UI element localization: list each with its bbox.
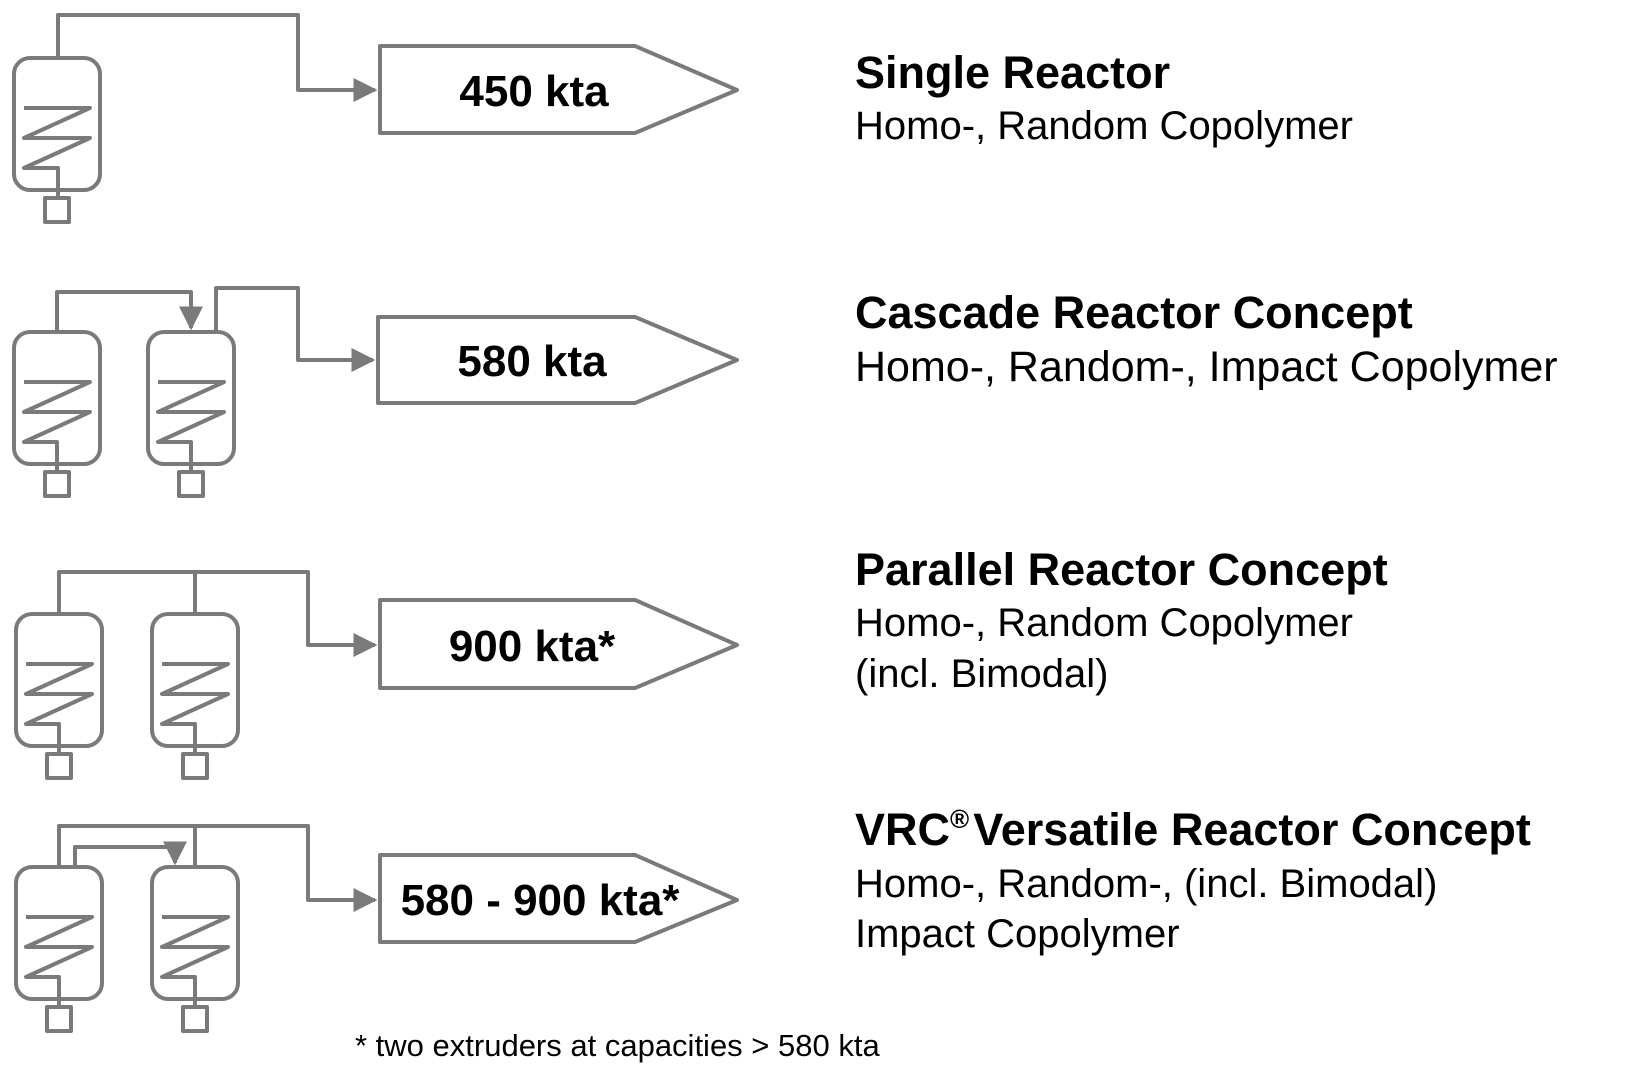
cascade-reactor-title: Cascade Reactor Concept [855, 287, 1413, 338]
parallel-reactor-capacity-arrow [378, 598, 739, 690]
vrc-title-suffix: Versatile Reactor Concept [973, 804, 1531, 855]
single-reactor-title: Single Reactor [855, 47, 1171, 98]
vrc-reactor-vessel-2 [150, 865, 240, 1033]
parallel-reactor-desc-line1: Homo-, Random Copolymer [855, 601, 1353, 645]
single-reactor-capacity: 450 kta [459, 67, 609, 116]
parallel-reactor-vessel-2 [150, 612, 240, 780]
single-reactor-capacity-arrow [378, 44, 739, 135]
single-reactor-vessel [12, 56, 102, 224]
footnote: * two extruders at capacities > 580 kta [355, 1028, 880, 1063]
cascade-transfer-line [55, 290, 203, 332]
cascade-reactor-vessel-1 [12, 330, 102, 498]
parallel-reactor-title: Parallel Reactor Concept [855, 544, 1388, 595]
single-reactor-feed-line [56, 13, 378, 102]
registered-mark: ® [950, 804, 970, 834]
single-reactor-desc: Homo-, Random Copolymer [855, 104, 1353, 148]
cascade-reactor-capacity: 580 kta [457, 337, 607, 386]
vrc-capacity: 580 - 900 kta* [401, 876, 681, 925]
cascade-reactor-desc: Homo-, Random-, Impact Copolymer [855, 343, 1558, 391]
parallel-output-line [57, 570, 378, 657]
vrc-transfer-line [73, 841, 187, 867]
vrc-desc-line1: Homo-, Random-, (incl. Bimodal) [855, 862, 1438, 906]
cascade-reactor-vessel-2 [146, 330, 236, 498]
cascade-output-line [214, 286, 376, 372]
vrc-desc-line2: Impact Copolymer [855, 912, 1180, 956]
vrc-capacity-arrow [378, 853, 739, 944]
vrc-title-prefix: VRC [855, 804, 951, 855]
parallel-reactor-vessel-1 [14, 612, 104, 780]
vrc-reactor-vessel-1 [14, 865, 104, 1033]
parallel-reactor-capacity: 900 kta* [449, 622, 616, 671]
cascade-reactor-capacity-arrow [376, 315, 739, 405]
parallel-reactor-desc-line2: (incl. Bimodal) [855, 652, 1109, 696]
vrc-output-line [57, 824, 378, 912]
vrc-title: VRC®Versatile Reactor Concept [855, 806, 1531, 852]
